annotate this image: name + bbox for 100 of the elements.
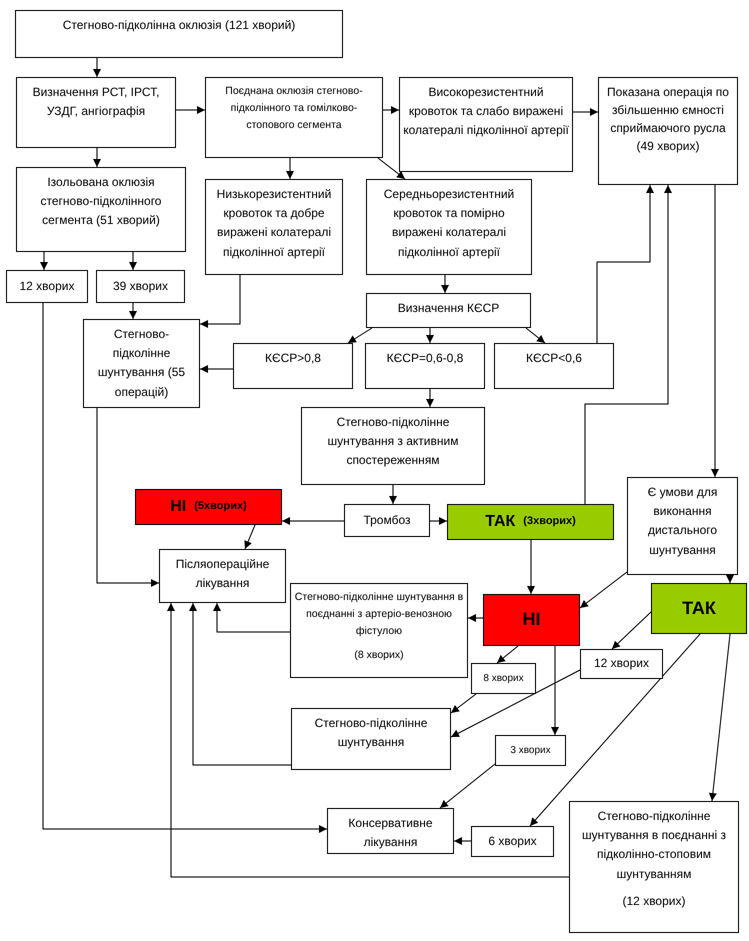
node-text: (3хворих): [523, 515, 576, 529]
node-text: Консервативне лікування: [347, 815, 434, 852]
process-box: [569, 801, 739, 933]
arrow: [572, 108, 598, 116]
arrow: [726, 574, 734, 584]
node-text: Поєднана оклюзія стегново-підколінного та гомілково-стопового сегмента: [224, 84, 364, 133]
node-text: НІ: [170, 497, 186, 517]
arrow: [348, 328, 372, 344]
arrow: [167, 602, 570, 878]
node-text: КЄСР<0,6: [526, 350, 582, 367]
arrow: [244, 524, 256, 550]
node-text: Низькорезистентний кровоток та добре виражені колатералі підколінної артерії: [216, 186, 332, 261]
node-text: Стегново-підколінне шунтування з активним спостереженням: [326, 414, 460, 470]
node-text: КЄСР=0,6-0,8: [386, 350, 464, 367]
arrow: [176, 106, 206, 114]
node-text: НІ: [522, 609, 540, 631]
arrow: [580, 572, 628, 608]
arrow: [378, 158, 406, 180]
process-box: [15, 10, 343, 58]
node-text: Визначення РСТ, ІРСТ, УЗДГ, ангіографія: [32, 84, 160, 120]
process-box: [6, 270, 88, 303]
arrow: [129, 302, 137, 320]
decision-box: [135, 489, 282, 525]
decision-box: [651, 583, 747, 634]
arrow: [282, 517, 344, 525]
arrow: [129, 252, 137, 270]
node-text: Ізольована оклюзія стегново-підколінного сегмента (51 хворий): [40, 174, 162, 230]
arrow: [527, 540, 535, 594]
process-box: [159, 549, 286, 603]
process-box: [366, 293, 531, 328]
node-text: Стегново-підколінне шунтування (55 операцій): [96, 326, 186, 401]
arrow: [426, 328, 434, 344]
node-text: 8 хворих: [483, 672, 524, 686]
node-text: Стегново-підколінне шунтування: [314, 715, 428, 752]
arrow: [468, 614, 484, 622]
node-text: (8 хворих): [354, 648, 404, 664]
arrow: [96, 408, 160, 587]
process-box: [495, 735, 566, 766]
node-text: 39 хворих: [113, 278, 168, 295]
process-box: [301, 407, 485, 485]
arrow: [440, 764, 496, 808]
arrow: [40, 252, 48, 270]
node-text: Показана операція по збільшенню ємності сприймаючого русла (49 хворих): [606, 84, 730, 155]
process-box: [344, 504, 430, 537]
arrow: [93, 148, 101, 168]
arrow: [496, 646, 518, 664]
arrow: [430, 517, 448, 525]
node-text: ТАК: [485, 512, 516, 532]
arrow: [200, 365, 234, 373]
process-box: [327, 808, 454, 854]
arrow: [189, 602, 292, 766]
arrow: [42, 302, 328, 833]
node-text: Є умови для виконання дистального шунтування: [646, 484, 718, 559]
arrow: [551, 646, 559, 736]
decision-box: [447, 504, 614, 540]
arrow: [612, 612, 652, 650]
node-text: 3 хворих: [510, 744, 551, 758]
process-box: [83, 319, 200, 408]
arrow: [389, 484, 397, 504]
node-text: КЄСР>0,8: [265, 350, 321, 367]
arrow: [450, 694, 476, 714]
process-box: [205, 77, 383, 158]
node-text: ТАК: [682, 598, 716, 620]
process-box: [580, 649, 663, 679]
process-box: [290, 583, 468, 678]
process-box: [471, 663, 536, 694]
node-text: Післяопераційне лікування: [174, 556, 270, 592]
process-box: [366, 179, 532, 275]
node-text: Стегново-підколінне шунтування в поєднанні з підколінно-стоповим шунтуванням: [581, 808, 727, 883]
arrow: [213, 602, 290, 632]
node-text: 12 хворих: [594, 655, 649, 672]
arrow: [708, 634, 730, 802]
arrow: [426, 388, 434, 408]
process-box: [365, 343, 485, 389]
arrow: [441, 274, 449, 294]
process-box: [96, 270, 185, 303]
node-text: 12 хворих: [20, 278, 74, 295]
process-box: [291, 708, 451, 770]
arrow: [382, 106, 400, 114]
process-box: [205, 179, 343, 275]
arrow: [454, 837, 472, 845]
process-box: [16, 167, 186, 252]
process-box: [233, 343, 353, 389]
node-text: Визначення КЄСР: [398, 300, 500, 317]
node-text: Високорезистентний кровоток та слабо виражені колатералі підколінної артерії: [403, 84, 569, 140]
arrow: [450, 670, 580, 738]
arrow: [584, 184, 672, 504]
process-box: [598, 77, 738, 185]
node-text: Стегново-підколінна оклюзія (121 хворий): [62, 17, 296, 34]
node-text: Середньорезистентний кровоток та помірно виражені колатералі підколінної артерії: [382, 186, 516, 261]
node-text: 6 хворих: [488, 832, 537, 850]
arrow: [200, 274, 240, 328]
node-text: Тромбоз: [363, 512, 411, 529]
arrow: [711, 184, 719, 478]
decision-box: [483, 594, 580, 646]
process-box: [399, 77, 573, 172]
process-box: [471, 826, 554, 857]
arrow: [93, 58, 101, 78]
process-box: [627, 477, 738, 575]
arrow: [530, 634, 700, 826]
